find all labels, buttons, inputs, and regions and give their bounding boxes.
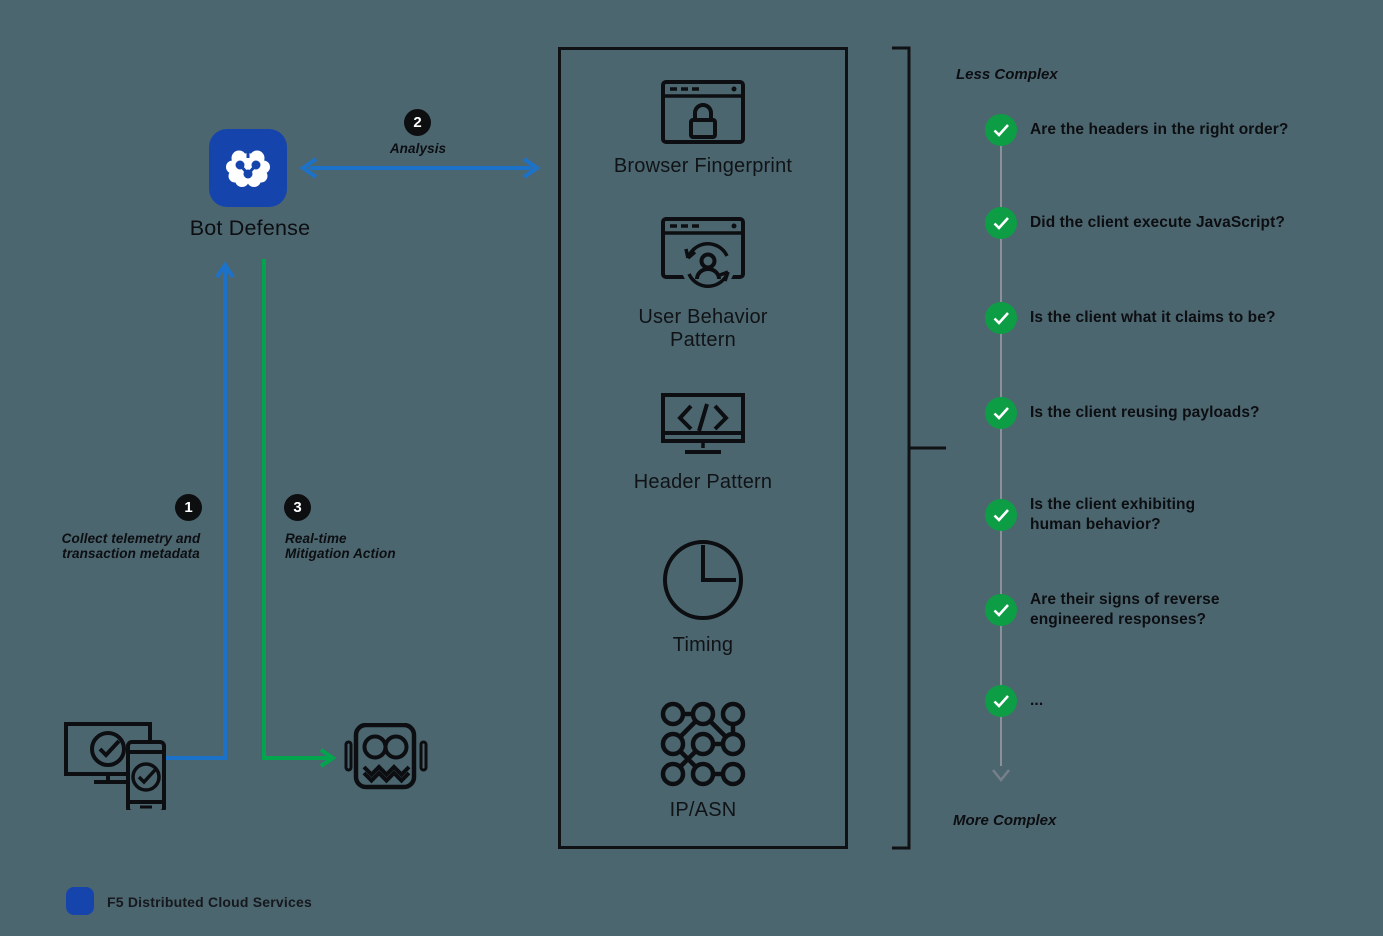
signal-label-line: IP/ASN (669, 799, 737, 821)
step-2-badge: 2 (404, 109, 431, 136)
step-label-line: Collect telemetry and (61, 531, 201, 546)
question-text: Is the client reusing payloads? (1030, 403, 1260, 423)
signal-label: IP/ASN (563, 799, 843, 822)
clock-icon (663, 540, 743, 620)
step-2-label: Analysis (358, 141, 478, 156)
step-label-line: Analysis (389, 141, 447, 156)
robot-icon (344, 723, 428, 790)
question-line: Is the client what it claims to be? (1030, 309, 1276, 326)
question-text: Are their signs of reverse engineered re… (1030, 590, 1220, 630)
question-text: Is the client exhibiting human behavior? (1030, 495, 1195, 535)
step-1-badge: 1 (175, 494, 202, 521)
network-nodes-icon (660, 701, 746, 787)
check-circle-icon (985, 114, 1017, 146)
step-3-badge: 3 (284, 494, 311, 521)
question-text: Are the headers in the right order? (1030, 120, 1288, 140)
signals-box (558, 47, 848, 849)
signal-label: Timing (563, 634, 843, 657)
brain-network-icon (226, 149, 270, 187)
signal-label: Header Pattern (563, 471, 843, 494)
check-circle-icon (985, 397, 1017, 429)
check-item: Is the client what it claims to be? (985, 302, 1276, 334)
devices-check-icon (64, 722, 166, 810)
chevron-down-icon (992, 769, 1010, 783)
question-text: Did the client execute JavaScript? (1030, 213, 1285, 233)
step-1-label: Collect telemetry and transaction metada… (41, 531, 221, 561)
check-item: ... (985, 685, 1043, 717)
signal-label-line: Header Pattern (633, 471, 773, 493)
question-line: Did the client execute JavaScript? (1030, 214, 1285, 231)
analysis-double-arrow-icon (299, 157, 541, 179)
question-line: Are their signs of reverse (1030, 591, 1220, 608)
check-circle-icon (985, 302, 1017, 334)
question-line: Are the headers in the right order? (1030, 121, 1289, 138)
brand-label: F5 Distributed Cloud Services (107, 894, 312, 910)
check-item: Is the client exhibiting human behavior? (985, 495, 1195, 535)
question-line: human behavior? (1030, 516, 1161, 533)
question-line: ... (1030, 692, 1044, 709)
step-label-line: Mitigation Action (285, 546, 396, 561)
signal-label: Browser Fingerprint (563, 155, 843, 178)
step-1-number: 1 (184, 499, 193, 516)
question-line: Is the client exhibiting (1030, 496, 1196, 513)
bot-defense-label: Bot Defense (189, 216, 311, 240)
question-line: Is the client reusing payloads? (1030, 404, 1260, 421)
signal-label-line: Pattern (670, 329, 736, 351)
step-2-number: 2 (413, 114, 422, 131)
check-circle-icon (985, 499, 1017, 531)
bracket (892, 46, 946, 850)
signal-label-line: User Behavior (638, 306, 768, 328)
step-3-label: Real-time Mitigation Action (285, 531, 435, 561)
bot-defense-tile (209, 129, 287, 207)
signal-label-line: Timing (672, 634, 734, 656)
check-item: Are their signs of reverse engineered re… (985, 590, 1220, 630)
less-complex-label: Less Complex (956, 66, 1058, 83)
step-label-line: Real-time (285, 531, 347, 546)
check-circle-icon (985, 685, 1017, 717)
question-text: ... (1030, 691, 1043, 711)
user-refresh-browser-icon (661, 217, 745, 292)
step-label-line: transaction metadata (62, 546, 200, 561)
more-complex-label: More Complex (953, 812, 1057, 829)
signal-label: User Behavior Pattern (563, 306, 843, 352)
check-circle-icon (985, 207, 1017, 239)
question-line: engineered responses? (1030, 611, 1207, 628)
question-text: Is the client what it claims to be? (1030, 308, 1276, 328)
check-item: Is the client reusing payloads? (985, 397, 1260, 429)
code-monitor-icon (661, 393, 745, 454)
f5-logo (66, 887, 94, 915)
step-3-number: 3 (293, 499, 302, 516)
check-item: Did the client execute JavaScript? (985, 207, 1285, 239)
browser-lock-icon (661, 80, 745, 144)
check-circle-icon (985, 594, 1017, 626)
signal-label-line: Browser Fingerprint (613, 155, 793, 177)
check-item: Are the headers in the right order? (985, 114, 1288, 146)
